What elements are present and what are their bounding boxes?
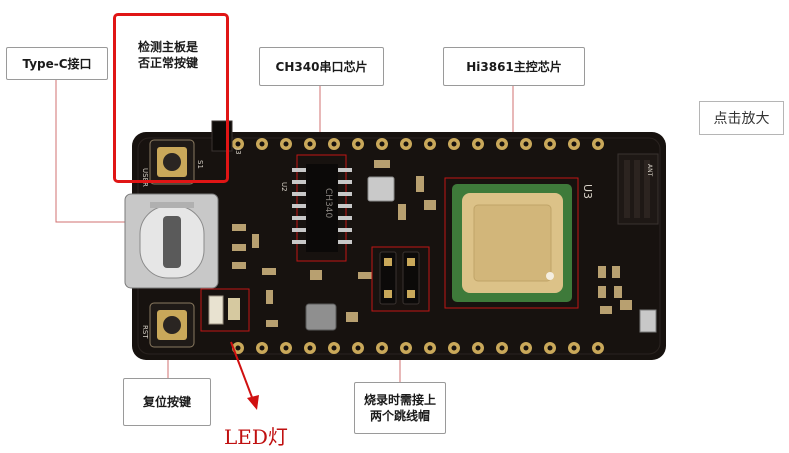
typec-callout: Type-C接口 — [6, 47, 108, 80]
hi3861-module — [444, 177, 579, 309]
check-label-line1: 检测主板是 — [137, 40, 198, 54]
reset-button — [149, 302, 195, 348]
hi3861-label: Hi3861主控芯片 — [466, 59, 562, 74]
check-button-highlight — [113, 13, 229, 183]
left-passives — [232, 224, 276, 304]
burn-label-line2: 两个跳线帽 — [369, 409, 430, 423]
led-arrow — [230, 341, 259, 410]
ch340-label: CH340串口芯片 — [275, 59, 368, 74]
led-label: LED灯 — [224, 425, 288, 449]
user-button — [149, 139, 195, 185]
typec-label: Type-C接口 — [22, 56, 92, 71]
hi3861-callout: Hi3861主控芯片 — [443, 47, 585, 86]
mid-passives — [266, 160, 424, 327]
jumper-caps — [371, 246, 430, 312]
crystal-oscillator — [367, 176, 395, 202]
burn-label-line1: 烧录时需接上 — [363, 393, 436, 407]
ch340-chip-marking: CH340 — [323, 188, 333, 219]
u2-silk-label: U2 — [280, 182, 288, 192]
top-pin-header — [232, 138, 604, 150]
typec-connector — [124, 193, 219, 289]
burn-callout: 烧录时需接上 两个跳线帽 — [354, 382, 446, 434]
user-silk-label: USER — [141, 168, 149, 187]
j3-silk-label: J3 — [234, 147, 242, 155]
ch340-callout: CH340串口芯片 — [259, 47, 384, 86]
check-callout: 检测主板是 否正常按键 — [124, 32, 212, 78]
right-passives — [598, 266, 622, 314]
led-indicator — [200, 288, 250, 332]
ant-silk-label: ANT — [646, 164, 653, 177]
connector-j1 — [639, 309, 657, 333]
rst-silk-label: RST — [141, 325, 149, 339]
bottom-pin-header — [232, 342, 604, 354]
ch340-chip: CH340 — [292, 154, 352, 262]
typec-leader-line — [55, 80, 140, 223]
zoom-button[interactable]: 点击放大 — [699, 101, 784, 135]
reset-label: 复位按键 — [142, 395, 191, 409]
reset-callout: 复位按键 — [123, 378, 211, 426]
check-label-line2: 否正常按键 — [137, 56, 198, 70]
antenna-area — [617, 153, 659, 225]
s1-silk-label: S1 — [196, 160, 204, 169]
voltage-regulator — [305, 303, 337, 331]
module-silk-label: U3 — [581, 184, 594, 199]
